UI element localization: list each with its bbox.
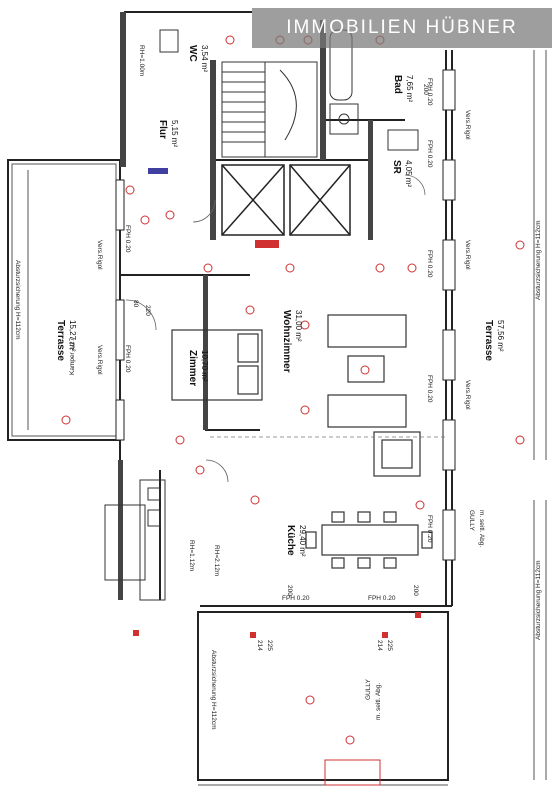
room-bad-area: 7,65 m² [405,75,414,102]
room-bad-name: Bad [392,75,403,94]
label-vers-1: Vers.Rigol [464,110,471,140]
label-fph-6: FPH 0.20 [124,225,131,253]
label-fph-9: FPH 0.20 [368,595,396,602]
label-gully-1b: m. seitl. Abg. [478,510,485,547]
label-fph-1: FPH 0.20 [426,78,433,106]
label-gully-1: GULLY [468,510,475,531]
room-terrasse-right-area: 57,56 m² [496,320,505,352]
label-dim-80: 80 [132,300,139,308]
windows [115,69,456,561]
walls [7,11,453,781]
label-dim-214-b: 214 [376,640,383,651]
staircase [221,61,318,158]
right-terrace-railing [533,50,547,780]
brand-watermark: IMMOBILIEN HÜBNER [252,8,552,48]
label-rh-1: RH=1.00m [138,45,145,76]
electrical-symbols [61,35,525,745]
bottom-gully [324,759,381,786]
label-dim-200-b: 200 [412,585,419,596]
label-dim-220: 220 [144,305,151,316]
room-sr-area: 4,05 m² [404,160,413,187]
label-fph-3: FPH 0.20 [426,250,433,278]
label-fph-5: FPH 0.20 [426,515,433,543]
room-zimmer-area: 10,70 m² [200,350,209,382]
room-wc-area: 3,54 m² [200,45,209,72]
left-terrace-railing [11,163,117,437]
room-kueche-area: 29,40 m² [298,525,307,557]
label-absturz-bottom: Absturzsicherung H=112cm [210,650,217,730]
label-absturz-right-top: Absturzsicherung H=112cm [535,220,542,300]
label-vers-4: Vers.Rigol [96,240,103,270]
label-fph-4: FPH 0.20 [426,375,433,403]
label-fph-8: FPH 0.20 [282,595,310,602]
label-fph-2: FPH 0.20 [426,140,433,168]
door-swings [125,174,426,483]
room-wohnzimmer-area: 31,00 m² [294,310,303,342]
room-wohnzimmer-name: Wohnzimmer [281,310,292,373]
label-dim-214-a: 214 [256,640,263,651]
label-dim-225-a: 225 [266,640,273,651]
room-flur-name: Flur [157,120,168,139]
label-gully-2b: m. seitl. Abg. [375,683,382,720]
label-absturz-right-bottom: Absturzsicherung H=112cm [535,560,542,640]
label-dim-225-b: 225 [386,640,393,651]
label-vers-3: Vers.Rigol [464,380,471,410]
label-kamper: Kamper 1/27 [69,337,76,375]
label-absturz-left: Absturzsicherung H=112cm [14,260,21,340]
room-sr-name: SR [391,160,402,175]
label-vers-5: Vers.Rigol [96,345,103,375]
label-gully-2: GULLY [365,679,372,700]
room-terrasse-left-area: 15,27 m² [68,320,77,352]
wall-fills [118,12,373,600]
room-terrasse-left-name: Terrasse [55,320,66,361]
dining-set [305,511,433,569]
label-rh-3: RH=2.12m [213,545,220,576]
label-dim-200-a: 200 [286,585,293,596]
shafts [221,164,351,236]
label-dim-200-c: 200 [422,84,429,95]
bed [171,329,263,401]
switch-symbols [133,168,421,638]
living-furniture [327,314,421,477]
label-vers-2: Vers.Rigol [464,240,471,270]
kitchen-counter [104,479,166,601]
room-wc-name: WC [187,45,198,62]
label-fph-7: FPH 0.20 [124,345,131,373]
room-kueche-name: Küche [285,525,296,556]
label-rh-2: RH=1.12m [188,540,195,571]
room-zimmer-name: Zimmer [187,350,198,386]
room-terrasse-right-name: Terrasse [483,320,494,361]
room-flur-area: 5,15 m² [170,120,179,147]
